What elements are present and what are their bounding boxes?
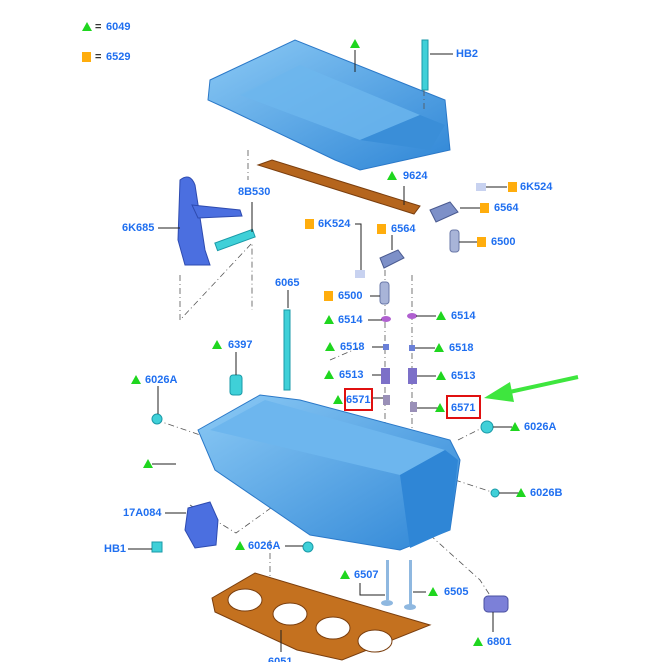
triangle-icon xyxy=(435,403,445,412)
legend-code-6529: 6529 xyxy=(106,51,131,63)
square-icon xyxy=(508,182,517,192)
triangle-icon xyxy=(350,39,360,48)
callout-6397[interactable]: 6397 xyxy=(228,339,253,351)
bolt-8b530 xyxy=(214,228,256,252)
callout-6k685[interactable]: 6K685 xyxy=(122,222,155,234)
triangle-icon xyxy=(473,637,483,646)
plugs xyxy=(151,413,500,553)
cylinder-head xyxy=(197,394,461,551)
bolt-6065 xyxy=(283,309,291,391)
part-6801 xyxy=(483,595,509,613)
square-icon xyxy=(480,203,489,213)
triangle-icon xyxy=(131,375,141,384)
square-icon xyxy=(377,224,386,234)
camshaft-carrier xyxy=(207,39,451,171)
highlight-arrow xyxy=(484,375,579,402)
triangle-icon xyxy=(510,422,520,431)
callout-17a084[interactable]: 17A084 xyxy=(123,507,162,519)
callout-8b530[interactable]: 8B530 xyxy=(238,186,271,198)
square-icon xyxy=(477,237,486,247)
callout-6k524-left[interactable]: 6K524 xyxy=(318,218,351,230)
triangle-icon xyxy=(516,488,526,497)
callout-6801[interactable]: 6801 xyxy=(487,636,512,648)
triangle-icon xyxy=(436,371,446,380)
callout-6514-left[interactable]: 6514 xyxy=(338,314,363,326)
triangle-icon xyxy=(436,311,446,320)
callout-6514-right[interactable]: 6514 xyxy=(451,310,476,322)
head-gasket-6051 xyxy=(211,572,432,661)
triangle-icon xyxy=(324,370,334,379)
callout-6513-left[interactable]: 6513 xyxy=(339,369,364,381)
triangle-icon xyxy=(325,342,335,351)
legend-equals: = xyxy=(95,51,102,63)
callout-6518-right[interactable]: 6518 xyxy=(449,342,474,354)
callout-6564-left[interactable]: 6564 xyxy=(391,223,416,235)
gasket-9624 xyxy=(256,159,421,215)
callout-6571-left[interactable]: 6571 xyxy=(346,394,371,406)
square-icon xyxy=(324,291,333,301)
callout-6518-left[interactable]: 6518 xyxy=(340,341,365,353)
callout-6026a-right[interactable]: 6026A xyxy=(524,421,557,433)
triangle-icon xyxy=(333,395,343,404)
callout-6065[interactable]: 6065 xyxy=(275,277,300,289)
leader-lines xyxy=(128,50,519,652)
triangle-icon xyxy=(434,343,444,352)
square-icon xyxy=(305,219,314,229)
legend-equals: = xyxy=(95,21,102,33)
triangle-icon xyxy=(324,315,334,324)
triangle-icon xyxy=(212,340,222,349)
callout-6026a-left[interactable]: 6026A xyxy=(145,374,178,386)
callout-hb2[interactable]: HB2 xyxy=(456,48,479,60)
callout-6507[interactable]: 6507 xyxy=(354,569,379,581)
dowel-6397 xyxy=(229,374,243,396)
triangle-icon xyxy=(387,171,397,180)
highlight-box-6571-left xyxy=(344,388,373,411)
bolt-hb2 xyxy=(421,39,429,91)
legend-triangle-icon xyxy=(82,22,92,31)
triangle-icon xyxy=(235,541,245,550)
highlight-box-6571-right xyxy=(446,395,481,419)
callout-6564-right[interactable]: 6564 xyxy=(494,202,519,214)
callout-9624[interactable]: 9624 xyxy=(403,170,428,182)
legend-code-6049: 6049 xyxy=(106,21,131,33)
callout-6500-right[interactable]: 6500 xyxy=(491,236,516,248)
callout-6505[interactable]: 6505 xyxy=(444,586,469,598)
callout-6513-right[interactable]: 6513 xyxy=(451,370,476,382)
valve-train xyxy=(355,183,486,610)
callout-6500-left[interactable]: 6500 xyxy=(338,290,363,302)
callout-6051[interactable]: 6051 xyxy=(268,656,293,662)
callout-6026a-bottom[interactable]: 6026A xyxy=(248,540,281,552)
bracket-6k685 xyxy=(177,176,243,266)
actuator-17a084 xyxy=(184,501,219,549)
callout-hb1[interactable]: HB1 xyxy=(104,543,127,555)
callout-6k524-right[interactable]: 6K524 xyxy=(520,181,553,193)
callout-6026b[interactable]: 6026B xyxy=(530,487,563,499)
triangle-icon xyxy=(428,587,438,596)
triangle-icon xyxy=(340,570,350,579)
callout-6571-right[interactable]: 6571 xyxy=(451,402,476,414)
legend-square-icon xyxy=(82,52,91,62)
triangle-icon xyxy=(143,459,153,468)
